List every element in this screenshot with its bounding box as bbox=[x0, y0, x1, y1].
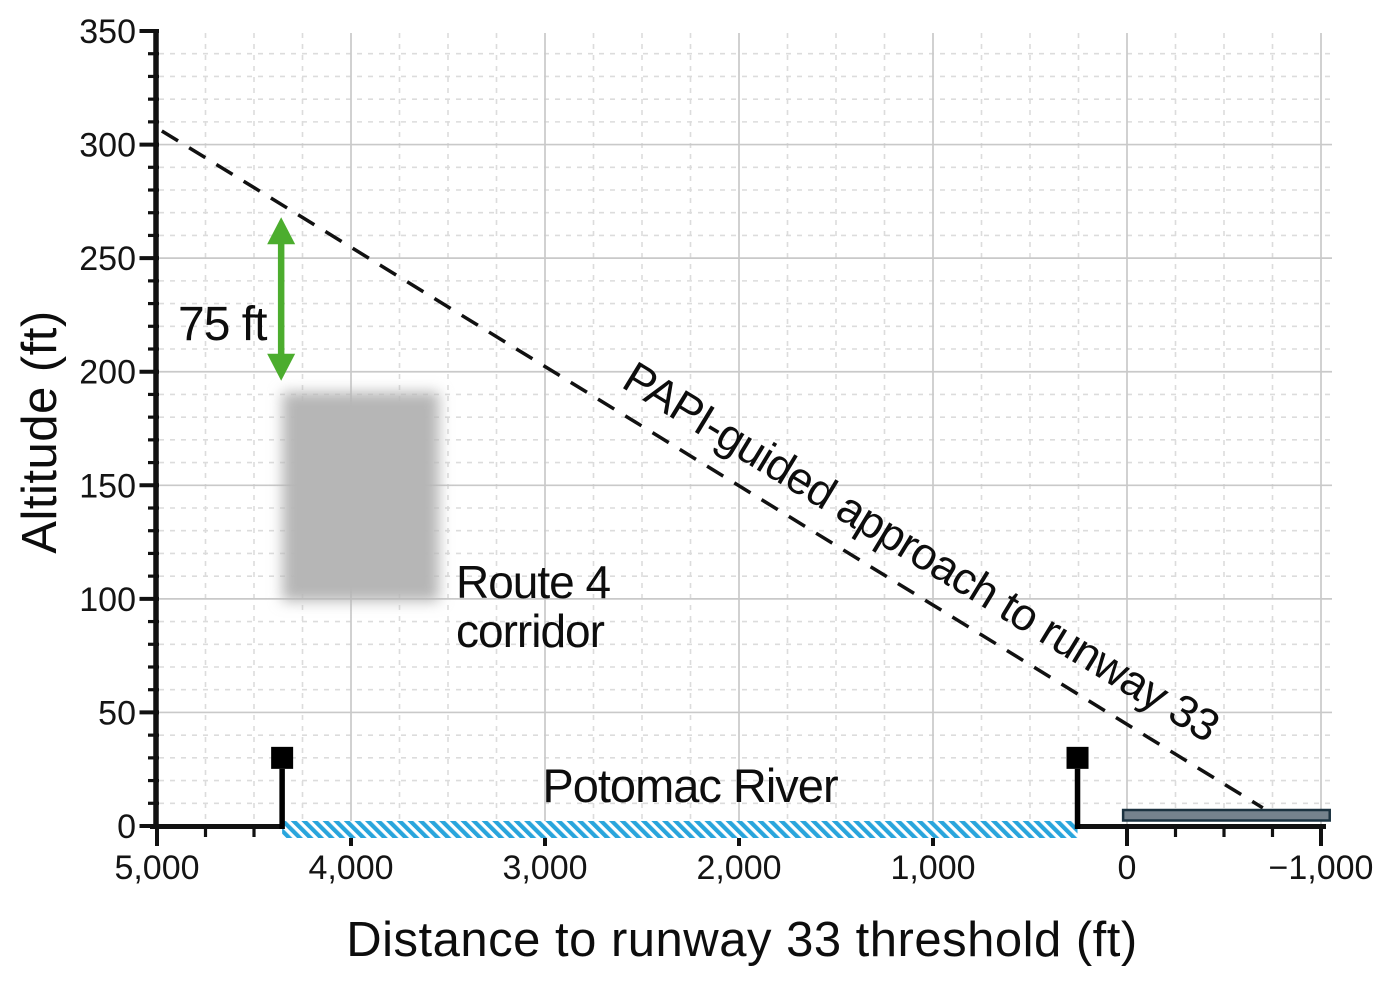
x-axis-tick-label: 4,000 bbox=[308, 849, 393, 887]
route4-corridor-label-line1: Route 4 bbox=[456, 556, 611, 608]
x-axis-tick-label: −1,000 bbox=[1269, 849, 1374, 887]
y-axis-tick-label: 0 bbox=[117, 808, 136, 846]
route4-corridor-label: Route 4 corridor bbox=[456, 556, 611, 658]
approach-path-line bbox=[160, 129, 1264, 810]
bank-marker bbox=[1066, 746, 1089, 829]
route4-corridor-box bbox=[282, 392, 439, 602]
y-axis-tick-label: 50 bbox=[98, 694, 136, 732]
x-axis-tick-label: 0 bbox=[1118, 849, 1137, 887]
y-axis-title: Altitude (ft) bbox=[13, 310, 67, 554]
gap-75ft-label: 75 ft bbox=[178, 298, 267, 351]
y-axis-tick-label: 150 bbox=[79, 467, 136, 505]
tick-labels: 0 50 100 150 200 250 300 350 5,000 4,000 3,000 2,00… bbox=[79, 13, 1373, 887]
potomac-river-hatch bbox=[282, 821, 1078, 838]
y-axis-tick-label: 250 bbox=[79, 240, 136, 278]
runway-bar bbox=[1121, 808, 1331, 822]
x-axis-tick-label: 1,000 bbox=[890, 849, 975, 887]
x-axis-tick-label: 2,000 bbox=[696, 849, 781, 887]
y-axis-tick-label: 350 bbox=[79, 13, 136, 51]
axis-ticks bbox=[139, 29, 1323, 846]
y-axis-tick-label: 300 bbox=[79, 127, 136, 165]
gap-75ft-arrow bbox=[267, 217, 296, 381]
x-axis-tick-label: 5,000 bbox=[114, 849, 199, 887]
route4-corridor-label-line2: corridor bbox=[456, 605, 605, 658]
x-axis-tick-label: 3,000 bbox=[502, 849, 587, 887]
bank-marker-square bbox=[271, 746, 294, 769]
gap-arrow-head-down bbox=[267, 353, 296, 381]
x-axis-title: Distance to runway 33 threshold (ft) bbox=[346, 913, 1138, 967]
gap-arrow-head-up bbox=[267, 217, 296, 245]
bank-marker-square bbox=[1066, 746, 1089, 769]
y-axis-tick-label: 200 bbox=[79, 354, 136, 392]
potomac-river-label: Potomac River bbox=[542, 759, 838, 812]
bank-marker bbox=[271, 746, 294, 829]
y-axis-tick-label: 100 bbox=[79, 581, 136, 619]
